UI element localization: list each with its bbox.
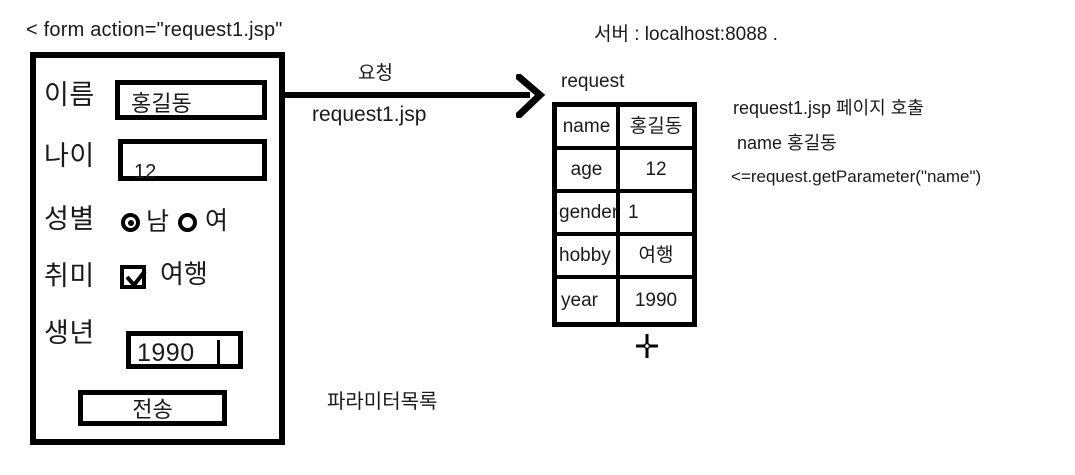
gender-radio-male-label: 남 [146, 208, 170, 236]
form-declaration-text: < form action="request1.jsp" [26, 19, 283, 41]
checkmark-icon [125, 269, 147, 289]
hobby-checkbox[interactable] [120, 265, 147, 289]
request-arrow-line [285, 92, 530, 98]
arrow-label-target-page: request1.jsp [312, 103, 427, 126]
age-input-value: 12 [134, 161, 157, 183]
server-label: 서버 : localhost:8088 . [594, 24, 778, 45]
field-label-age: 나이 [44, 141, 95, 171]
text-caret [217, 340, 220, 366]
table-cell-value: 홍길동 [629, 116, 683, 137]
table-cell-key: name [557, 107, 620, 146]
parameter-list-label: 파라미터목록 [327, 391, 438, 413]
gender-radio-female-label: 여 [205, 207, 229, 235]
table-row: gender 1 [557, 193, 692, 236]
gender-radio-female[interactable] [178, 213, 197, 232]
field-label-hobby: 취미 [44, 261, 95, 291]
submit-button-label: 전송 [132, 397, 173, 422]
request-parameter-table: name 홍길동 age 12 gender 1 hobby 여행 year 1… [552, 102, 697, 327]
year-input[interactable]: 1990 [126, 331, 243, 369]
age-input[interactable]: 12 [118, 139, 267, 183]
gender-radio-male[interactable] [121, 213, 140, 232]
table-cell-value: 1990 [634, 290, 678, 311]
table-cell-key: year [557, 279, 620, 322]
table-cell-value: 12 [645, 159, 667, 180]
note-get-parameter: <=request.getParameter("name") [731, 167, 982, 186]
table-row: age 12 [557, 150, 692, 193]
table-cell-value: 여행 [638, 245, 674, 266]
crosshair-cursor-icon [636, 334, 658, 358]
field-label-gender: 성별 [44, 204, 95, 234]
name-input-value: 홍길동 [131, 91, 192, 116]
request-table-caption: request [561, 71, 625, 92]
submit-button[interactable]: 전송 [78, 390, 227, 426]
table-row: year 1990 [557, 279, 692, 322]
note-name-value: name 홍길동 [737, 133, 837, 153]
year-input-value: 1990 [137, 339, 195, 367]
field-label-year: 생년 [44, 318, 95, 348]
table-row: name 홍길동 [557, 107, 692, 150]
table-cell-key: hobby [557, 236, 620, 275]
field-label-name: 이름 [44, 80, 95, 110]
table-cell-key: age [557, 150, 620, 189]
arrow-label-request: 요청 [358, 63, 393, 84]
table-row: hobby 여행 [557, 236, 692, 279]
table-cell-value: 1 [628, 202, 639, 223]
hobby-checkbox-label: 여행 [160, 259, 208, 289]
arrow-head-icon [516, 74, 546, 118]
table-cell-key: gender [557, 193, 620, 232]
note-page-call: request1.jsp 페이지 호출 [733, 98, 924, 118]
name-input[interactable]: 홍길동 [115, 80, 267, 120]
